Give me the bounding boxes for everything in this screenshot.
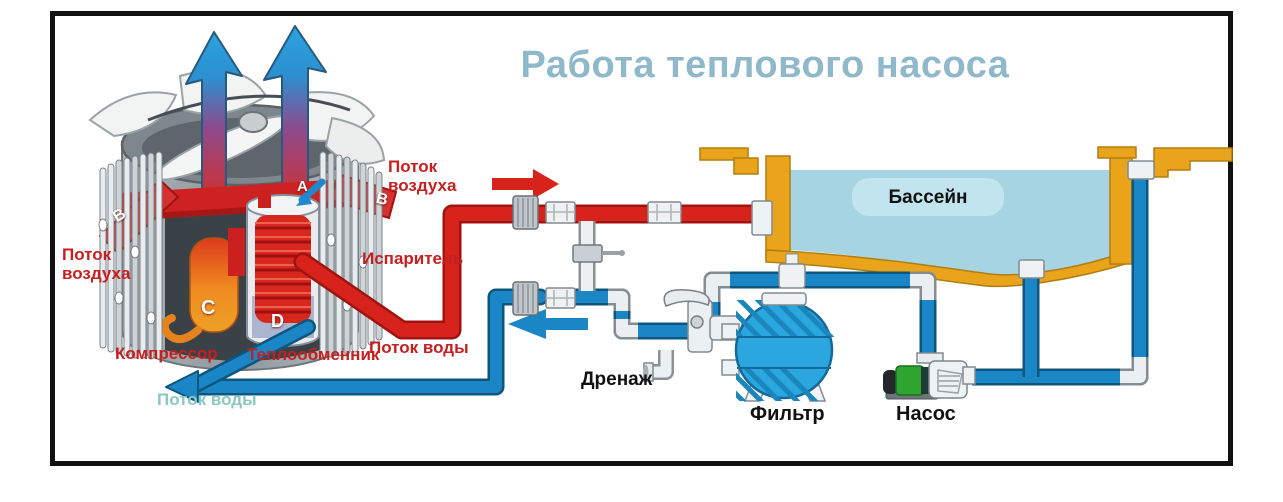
label-water-flow-cold: Поток воды bbox=[157, 390, 257, 409]
filter-tank bbox=[721, 292, 834, 402]
label-air-flow-left: Поток воздуха bbox=[62, 245, 131, 283]
label-pump: Насос bbox=[896, 403, 956, 425]
diagram-title: Работа теплового насоса bbox=[520, 44, 1010, 86]
filter-pump-pipe bbox=[703, 271, 937, 359]
pump-unit bbox=[883, 352, 976, 400]
cold-flow-arrowhead bbox=[165, 370, 199, 403]
bypass-valve bbox=[572, 221, 625, 291]
air-out-arrow-right bbox=[263, 25, 327, 205]
hot-flow-arrow bbox=[492, 169, 559, 199]
label-water-flow-hot: Поток воды bbox=[369, 338, 469, 357]
pool-suction-pipe bbox=[972, 177, 1149, 386]
air-out-arrow-left bbox=[185, 31, 243, 199]
filter-lid bbox=[761, 292, 807, 306]
compressor-vessel bbox=[189, 237, 239, 333]
pool-gutter-right bbox=[1153, 147, 1233, 178]
multiport-valve bbox=[643, 289, 743, 382]
heat-pump-unit bbox=[88, 25, 398, 371]
pump-motor-cap bbox=[883, 370, 898, 394]
label-filter: Фильтр bbox=[750, 403, 825, 425]
label-evaporator: Испаритель bbox=[362, 249, 464, 268]
filter-feed-pipe bbox=[574, 288, 688, 340]
letter-d: D bbox=[271, 311, 284, 331]
letter-c: C bbox=[201, 297, 216, 319]
label-pool: Бассейн bbox=[888, 187, 968, 208]
pipe-fittings bbox=[512, 195, 682, 316]
pipe-union-top bbox=[778, 253, 806, 289]
valve-handle bbox=[663, 289, 710, 307]
pool-inlet-fitting bbox=[751, 200, 773, 236]
pool-label-patch bbox=[852, 178, 1004, 216]
label-compressor: Компрессор bbox=[115, 344, 218, 363]
label-drain: Дренаж bbox=[581, 369, 653, 390]
fins-left bbox=[98, 151, 163, 360]
pump-motor bbox=[895, 365, 925, 396]
cold-flow-arrow bbox=[508, 309, 588, 339]
main-drain-fitting bbox=[1018, 259, 1045, 279]
label-air-flow-right: Поток воздуха bbox=[388, 157, 457, 195]
skimmer-fitting bbox=[1127, 160, 1155, 180]
letter-a: A bbox=[297, 178, 308, 195]
label-heat-exchanger: Теплообменник bbox=[247, 345, 380, 364]
